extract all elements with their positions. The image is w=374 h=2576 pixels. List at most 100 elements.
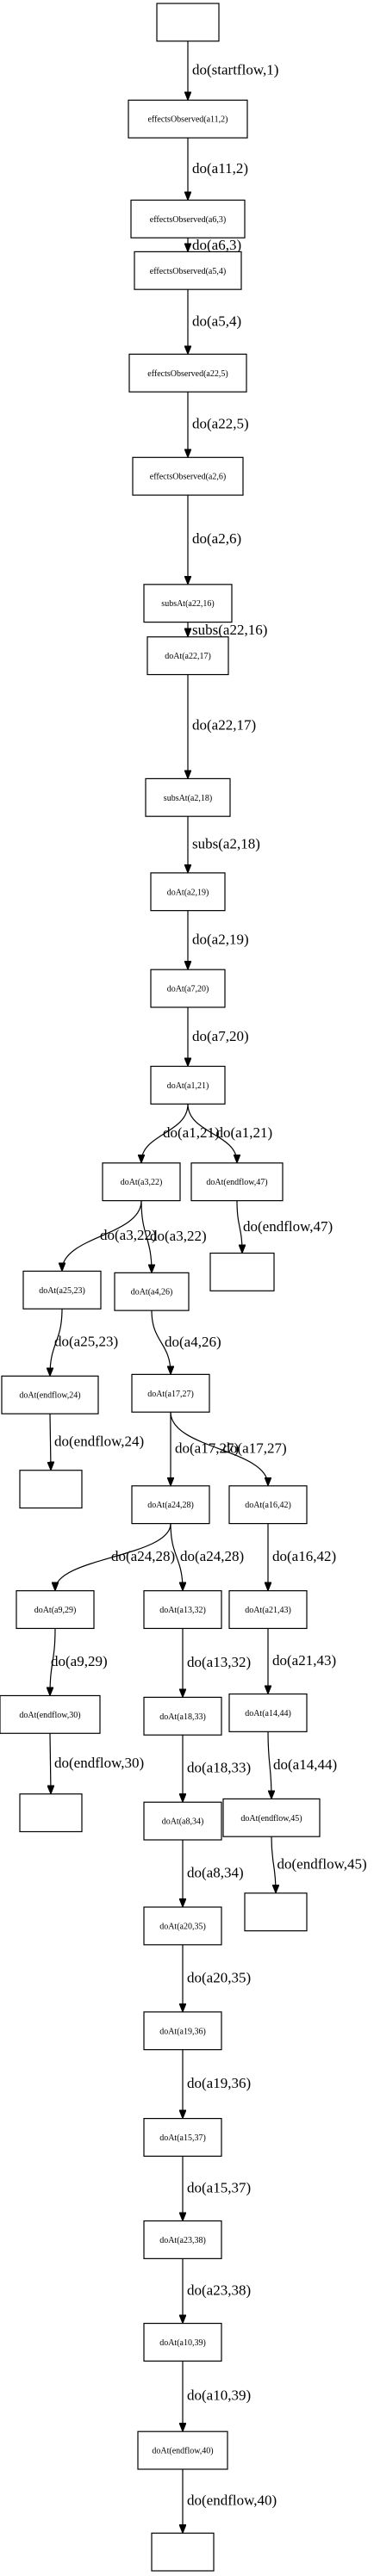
node-label: doAt(a1,21) [167,1081,209,1091]
edge-label: do(a9,29) [51,1653,108,1669]
node-box [228,1590,308,1630]
transition-edge: subs(a2,18) [188,816,260,872]
state-node-doat-a10-39: doAt(a10,39) [143,2322,222,2362]
node-label: doAt(a13,32) [159,1606,206,1615]
empty-state-node [19,1793,83,1833]
edge-label: do(a24,28) [180,1548,244,1564]
edge-label: do(a24,28) [111,1548,175,1564]
node-label: subsAt(a22,16) [161,599,214,609]
edge-label: do(a2,19) [192,932,249,948]
edge-label: do(a5,4) [192,313,241,329]
node-box [143,1590,222,1630]
transition-edge: do(a24,28) [170,1523,244,1590]
state-node-doat-a9-29: doAt(a9,29) [16,1590,95,1630]
node-label: doAt(a25,23) [39,1286,85,1296]
transition-edge: do(a21,43) [268,1628,336,1693]
node-label: doAt(a3,22) [121,1178,163,1187]
node-box [143,1696,222,1736]
edge-label: do(a4,26) [165,1334,221,1350]
node-box [134,251,242,290]
transition-edge: do(a8,34) [183,1839,244,1906]
node-box [19,1793,83,1833]
edge-label: do(a8,34) [187,1864,244,1880]
empty-state-node [244,1892,308,1932]
edge-label: do(a6,3) [192,237,241,253]
edge-label: do(startflow,1) [192,62,278,78]
node-label: effectsObserved(a6,3) [150,215,226,225]
transition-edge: do(a15,37) [183,2156,251,2220]
edge-label: do(a18,33) [187,1760,251,1776]
edge-arrow [50,1309,63,1375]
edge-label: do(a3,22) [100,1227,157,1243]
state-node-subsat-a22-16: subsAt(a22,16) [143,584,233,623]
transition-edge: do(a16,42) [268,1523,336,1590]
transition-edge: do(a1,21) [187,1104,272,1162]
node-box [143,2322,222,2362]
edge-label: do(a20,35) [187,1969,251,1985]
edge-arrow [187,1104,237,1162]
state-node-doat-a7-20: doAt(a7,20) [150,969,226,1008]
transition-edge: do(a10,39) [183,2361,251,2430]
node-label: doAt(a9,29) [34,1606,77,1615]
state-node-doat-a24-28: doAt(a24,28) [131,1485,210,1525]
node-label: doAt(a17,27) [147,1390,194,1399]
node-label: doAt(a7,20) [167,985,209,994]
transition-edge: do(endflow,30) [50,1733,144,1793]
node-label: doAt(endflow,45) [240,1814,302,1824]
edge-label: do(a11,2) [192,160,248,176]
edge-label: do(endflow,24) [54,1434,144,1450]
node-label: effectsObserved(a5,4) [150,267,226,276]
edge-arrow [50,1414,51,1470]
empty-state-node [151,2532,215,2572]
transition-edge: do(a22,5) [188,392,249,456]
transition-edge: do(a23,38) [183,2258,251,2322]
node-box [16,1590,95,1630]
node-box [22,1270,102,1310]
node-label: effectsObserved(a11,2) [147,115,228,125]
edge-label: do(a21,43) [272,1652,336,1669]
edge-label: do(a2,6) [192,530,241,547]
node-label: doAt(a24,28) [147,1501,194,1510]
node-box [132,456,244,496]
transition-edge: do(a6,3) [188,237,241,253]
node-box [1,1375,99,1415]
edge-arrow [50,1733,51,1793]
node-box [131,1373,210,1413]
node-box [228,1693,308,1732]
node-label: effectsObserved(a22,5) [147,369,228,379]
state-node-doat-a14-44: doAt(a14,44) [228,1693,308,1732]
node-box [190,1162,284,1202]
transition-edge: do(a2,19) [188,910,249,969]
transition-edge: do(a25,23) [50,1309,118,1375]
transition-edge: do(a19,36) [183,2049,251,2118]
state-node-effectsobserved-a11-2: effectsObserved(a11,2) [128,99,248,139]
edge-label: do(endflow,40) [187,2492,277,2509]
edge-label: do(a22,17) [192,717,256,734]
edge-label: do(a14,44) [273,1756,337,1773]
node-label: doAt(a18,33) [159,1712,206,1722]
transition-edge: do(a17,27) [171,1412,239,1485]
node-box [143,2011,222,2051]
node-box [150,969,226,1008]
transition-edge: do(a7,20) [188,1006,249,1066]
transition-edge: do(endflow,45) [271,1836,367,1892]
edge-arrow [50,1628,56,1694]
edge-arrow [62,1200,142,1271]
state-node-doat-a20-35: doAt(a20,35) [143,1906,222,1946]
state-node-doat-endflow-24: doAt(endflow,24) [1,1375,99,1415]
edge-label: do(endflow,30) [54,1755,144,1771]
edge-label: do(a19,36) [187,2075,251,2091]
transition-edge: do(a17,27) [170,1412,287,1485]
node-label: effectsObserved(a2,6) [150,473,226,482]
edge-label: do(a7,20) [192,1028,249,1044]
edge-label: do(a13,32) [187,1654,251,1670]
transition-edge: do(a2,6) [188,495,241,584]
transition-edge: do(a18,33) [183,1735,251,1801]
state-node-doat-a16-42: doAt(a16,42) [228,1485,308,1525]
node-label: doAt(a15,37) [159,2133,206,2143]
transition-edge: do(a14,44) [267,1731,337,1798]
node-box [128,353,247,393]
state-node-doat-a15-37: doAt(a15,37) [143,2118,222,2157]
node-label: doAt(endflow,40) [152,2447,213,2456]
